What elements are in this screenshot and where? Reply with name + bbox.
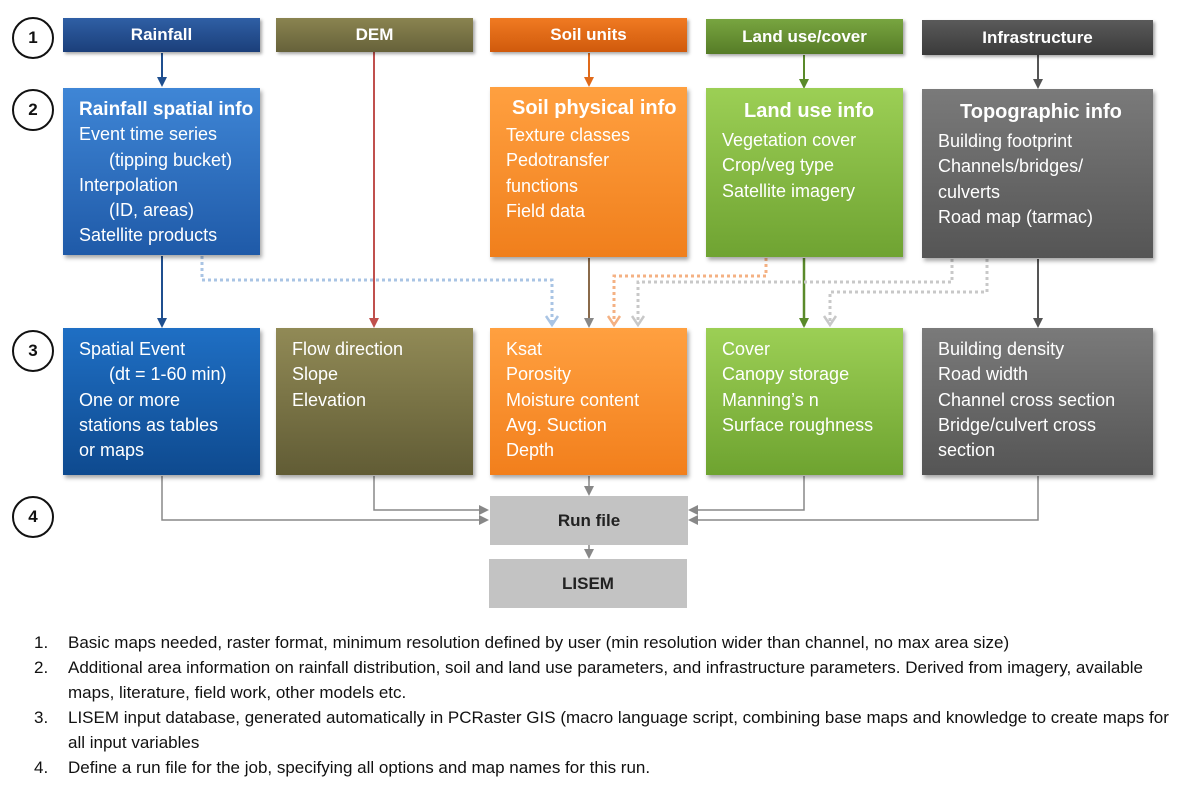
info-box-land-use: Land use info Vegetation cover Crop/veg … bbox=[706, 88, 903, 257]
db-box-dem: Flow direction Slope Elevation bbox=[276, 328, 473, 475]
note-item: 1. Basic maps needed, raster format, min… bbox=[34, 630, 1174, 655]
header-land-use: Land use/cover bbox=[706, 19, 903, 54]
db-line: Spatial Event bbox=[79, 339, 186, 359]
line-infra-db-to-run bbox=[688, 476, 1039, 525]
header-soil-units: Soil units bbox=[490, 18, 687, 52]
info-line: Satellite imagery bbox=[722, 180, 856, 201]
info-line: functions bbox=[506, 175, 579, 196]
info-line: Crop/veg type bbox=[722, 155, 835, 176]
info-line: Vegetation cover bbox=[722, 130, 857, 150]
info-line: Pedotransfer bbox=[506, 150, 610, 171]
info-title: Soil physical info bbox=[512, 97, 677, 119]
db-line: Elevation bbox=[292, 389, 367, 410]
db-line: Avg. Suction bbox=[506, 414, 607, 435]
line-rainfall-db-to-run bbox=[161, 476, 489, 525]
lisem-box: LISEM bbox=[489, 559, 687, 608]
dotted-infra-to-land bbox=[828, 259, 989, 324]
note-number: 4. bbox=[34, 758, 49, 777]
header-infrastructure: Infrastructure bbox=[922, 20, 1153, 55]
info-title: Land use info bbox=[744, 100, 874, 122]
db-line: (dt = 1-60 min) bbox=[109, 364, 227, 385]
db-box-infrastructure: Building density Road width Channel cros… bbox=[922, 328, 1153, 475]
step-circle-2: 2 bbox=[12, 89, 54, 131]
dotted-land-to-soil bbox=[612, 258, 768, 324]
db-line: Depth bbox=[506, 440, 555, 461]
info-title: Topographic info bbox=[960, 101, 1122, 123]
db-line: stations as tables bbox=[79, 414, 219, 435]
note-item: 3. LISEM input database, generated autom… bbox=[34, 705, 1174, 755]
db-line: or maps bbox=[79, 440, 145, 461]
dotted-infra-to-soil bbox=[636, 259, 954, 324]
note-number: 1. bbox=[34, 633, 49, 652]
header-dem: DEM bbox=[276, 18, 473, 52]
db-line: One or more bbox=[79, 389, 181, 410]
note-item: 2. Additional area information on rainfa… bbox=[34, 655, 1174, 705]
step-circle-1: 1 bbox=[12, 17, 54, 59]
line-dem-db-to-run bbox=[373, 476, 489, 515]
db-line: Porosity bbox=[506, 364, 572, 385]
db-line: section bbox=[938, 440, 996, 461]
db-line: Bridge/culvert cross bbox=[938, 414, 1097, 435]
note-item: 4. Define a run file for the job, specif… bbox=[34, 755, 1174, 780]
run-file-box: Run file bbox=[490, 496, 688, 545]
db-line: Surface roughness bbox=[722, 414, 874, 435]
info-line: Event time series bbox=[79, 124, 218, 145]
info-line: Field data bbox=[506, 200, 586, 221]
db-box-rainfall: Spatial Event (dt = 1-60 min) One or mor… bbox=[63, 328, 260, 475]
info-line: Satellite products bbox=[79, 225, 218, 246]
info-line: Road map (tarmac) bbox=[938, 206, 1094, 227]
db-line: Road width bbox=[938, 364, 1029, 385]
note-text: Basic maps needed, raster format, minimu… bbox=[68, 633, 1010, 652]
step-circle-4: 4 bbox=[12, 496, 54, 538]
db-box-soil: Ksat Porosity Moisture content Avg. Suct… bbox=[490, 328, 687, 475]
info-line: culverts bbox=[938, 181, 1001, 202]
header-rainfall: Rainfall bbox=[63, 18, 260, 52]
note-text: LISEM input database, generated automati… bbox=[68, 708, 1169, 752]
note-number: 2. bbox=[34, 658, 49, 677]
db-line: Manning’s n bbox=[722, 389, 819, 410]
db-line: Slope bbox=[292, 364, 339, 385]
info-line: Channels/bridges/ bbox=[938, 156, 1084, 177]
info-line: Building footprint bbox=[938, 131, 1073, 151]
db-line: Canopy storage bbox=[722, 364, 850, 385]
info-box-soil: Soil physical info Texture classes Pedot… bbox=[490, 87, 687, 257]
note-text: Define a run file for the job, specifyin… bbox=[68, 758, 651, 777]
notes-list: 1. Basic maps needed, raster format, min… bbox=[34, 630, 1174, 780]
info-line: Interpolation bbox=[79, 174, 179, 195]
note-number: 3. bbox=[34, 708, 49, 727]
step-circle-3: 3 bbox=[12, 330, 54, 372]
db-line: Channel cross section bbox=[938, 389, 1116, 410]
db-line: Ksat bbox=[506, 339, 543, 359]
info-line: (ID, areas) bbox=[109, 200, 195, 221]
db-box-land-use: Cover Canopy storage Manning’s n Surface… bbox=[706, 328, 903, 475]
db-line: Flow direction bbox=[292, 339, 404, 359]
line-land-db-to-run bbox=[688, 476, 805, 515]
dotted-rainfall-to-soil bbox=[200, 256, 554, 324]
info-line: (tipping bucket) bbox=[109, 149, 233, 170]
info-box-topographic: Topographic info Building footprint Chan… bbox=[922, 89, 1153, 258]
info-line: Texture classes bbox=[506, 125, 631, 145]
db-line: Building density bbox=[938, 339, 1065, 359]
db-line: Moisture content bbox=[506, 389, 640, 410]
info-title: Rainfall spatial info bbox=[79, 99, 254, 120]
note-text: Additional area information on rainfall … bbox=[68, 658, 1144, 702]
db-line: Cover bbox=[722, 339, 771, 359]
info-box-rainfall: Rainfall spatial info Event time series … bbox=[63, 88, 260, 255]
